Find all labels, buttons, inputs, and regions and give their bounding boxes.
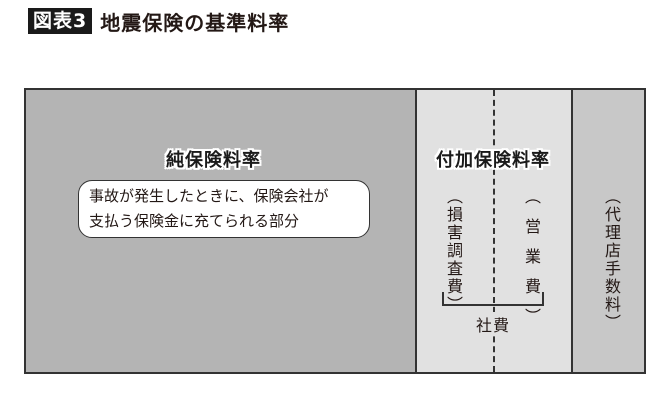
pure-premium-description: 事故が発生したときに、保険会社が 支払う保険金に充てられる部分 — [78, 180, 370, 238]
pure-premium-block: 純保険料率 事故が発生したときに、保険会社が 支払う保険金に充てられる部分 — [26, 90, 417, 372]
company-cost-label: 社費 — [476, 312, 511, 336]
description-line-2: 支払う保険金に充てられる部分 — [89, 212, 300, 230]
agent-commission-label: （代理店手数料） — [602, 188, 621, 332]
damage-investigation-cost-label: （損害調査費） — [444, 188, 463, 314]
pure-premium-heading: 純保険料率 — [166, 150, 261, 171]
loading-premium-heading: 付加保険料率 — [436, 150, 550, 171]
description-line-1: 事故が発生したときに、保険会社が — [89, 187, 329, 205]
operating-cost-label: （営業費） — [522, 188, 541, 338]
agent-commission-block — [573, 90, 644, 372]
company-cost-bracket — [442, 292, 544, 306]
premium-structure-diagram: 純保険料率 事故が発生したときに、保険会社が 支払う保険金に充てられる部分 付加… — [24, 88, 646, 374]
figure-title: 地震保険の基準料率 — [100, 10, 290, 35]
dashed-divider — [493, 90, 495, 372]
figure-header: 図表3 地震保険の基準料率 — [28, 8, 290, 35]
figure-label: 図表3 — [28, 8, 93, 34]
